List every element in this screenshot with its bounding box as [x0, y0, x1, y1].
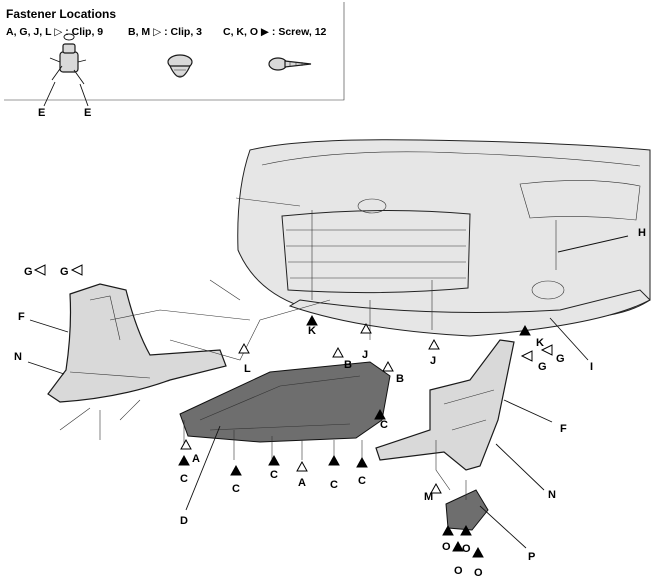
car-front-bumper [237, 139, 651, 337]
label-n-right: N [548, 489, 556, 501]
label-o-2: O [462, 543, 471, 555]
clip-mark-a-1 [180, 438, 192, 450]
clip-mark-j-left [360, 322, 372, 334]
screw-icon [268, 57, 312, 71]
leader-lines [59, 197, 557, 500]
label-c-1: C [380, 419, 388, 431]
label-o-4: O [474, 567, 483, 579]
label-f-left: F [18, 311, 25, 323]
label-c-2: C [180, 473, 188, 485]
arrow-n-left [27, 361, 65, 375]
label-h: H [638, 227, 646, 239]
screw-mark-o-1 [442, 524, 454, 536]
clip9-icon: E E [38, 33, 91, 119]
legend-title: Fastener Locations [6, 7, 116, 21]
screw-mark-o-2 [460, 524, 472, 536]
label-c-6: C [358, 475, 366, 487]
label-i: I [590, 361, 593, 373]
label-j-right: J [430, 355, 436, 367]
label-l: L [244, 363, 251, 375]
label-k-right: K [536, 337, 544, 349]
callout-labels: G G F N K J J L B B K G G H I F N C A C … [14, 227, 646, 579]
screw-mark-c-1 [374, 408, 386, 420]
clip-mark-l [238, 342, 250, 354]
clip-mark-a-2 [296, 460, 308, 472]
arrow-p [479, 505, 527, 549]
pointer-arrows [27, 235, 629, 549]
label-c-4: C [270, 469, 278, 481]
label-a-1: A [192, 453, 200, 465]
arrow-h [557, 235, 629, 253]
screw-mark-o-4 [472, 546, 484, 558]
arrow-f-right [503, 399, 553, 423]
label-b-1: B [344, 359, 352, 371]
screw-mark-c-3 [230, 464, 242, 476]
clip-mark-b-2 [382, 360, 394, 372]
legend-item-clip9: A, G, J, L ▷ : Clip, 9 [6, 26, 103, 38]
arrow-i [549, 317, 589, 361]
legend-item-clip3: B, M ▷ : Clip, 3 [128, 26, 202, 38]
clip-mark-g-3 [520, 350, 533, 362]
screw-mark-c-5 [328, 454, 340, 466]
label-g-1: G [24, 266, 33, 278]
legend-item-screw: C, K, O ▶ : Screw, 12 [223, 26, 327, 38]
arrow-d [185, 425, 221, 511]
fog-light [531, 280, 565, 300]
label-g-2: G [60, 266, 69, 278]
legend-label-e-right: E [84, 107, 91, 119]
label-d: D [180, 515, 188, 527]
clip-mark-g-2 [70, 264, 83, 276]
label-b-2: B [396, 373, 404, 385]
clip3-icon [167, 54, 193, 78]
fastener-marks [33, 264, 553, 558]
right-splash-shield [375, 339, 515, 471]
clip-mark-g-1 [33, 264, 46, 276]
screw-mark-k-left [306, 314, 318, 326]
clip-mark-g-4 [540, 344, 553, 356]
emblem [357, 198, 387, 214]
label-m: M [424, 491, 433, 503]
clip-mark-m [430, 482, 442, 494]
legend-label-e-left: E [38, 107, 45, 119]
label-g-3: G [556, 353, 565, 365]
label-a-2: A [298, 477, 306, 489]
screw-mark-c-2 [178, 454, 190, 466]
arrow-n-right [495, 443, 545, 491]
label-f-right: F [560, 423, 567, 435]
label-o-1: O [442, 541, 451, 553]
arrow-f-left [29, 319, 69, 333]
label-c-3: C [232, 483, 240, 495]
label-c-5: C [330, 479, 338, 491]
center-under-cover [179, 361, 391, 443]
clip-mark-b-1 [332, 346, 344, 358]
label-n-left: N [14, 351, 22, 363]
label-j-left: J [362, 349, 368, 361]
screw-mark-c-4 [268, 454, 280, 466]
screw-mark-k-right [519, 324, 531, 336]
label-g-4: G [538, 361, 547, 373]
screw-mark-c-6 [356, 456, 368, 468]
label-p: P [528, 551, 535, 563]
label-o-3: O [454, 565, 463, 577]
clip-mark-j-right [428, 338, 440, 350]
front-cover-plate [445, 489, 489, 531]
label-k-left: K [308, 325, 316, 337]
screw-mark-o-3 [452, 540, 464, 552]
fastener-legend: Fastener Locations A, G, J, L ▷ : Clip, … [4, 2, 345, 119]
left-splash-shield [47, 283, 227, 403]
